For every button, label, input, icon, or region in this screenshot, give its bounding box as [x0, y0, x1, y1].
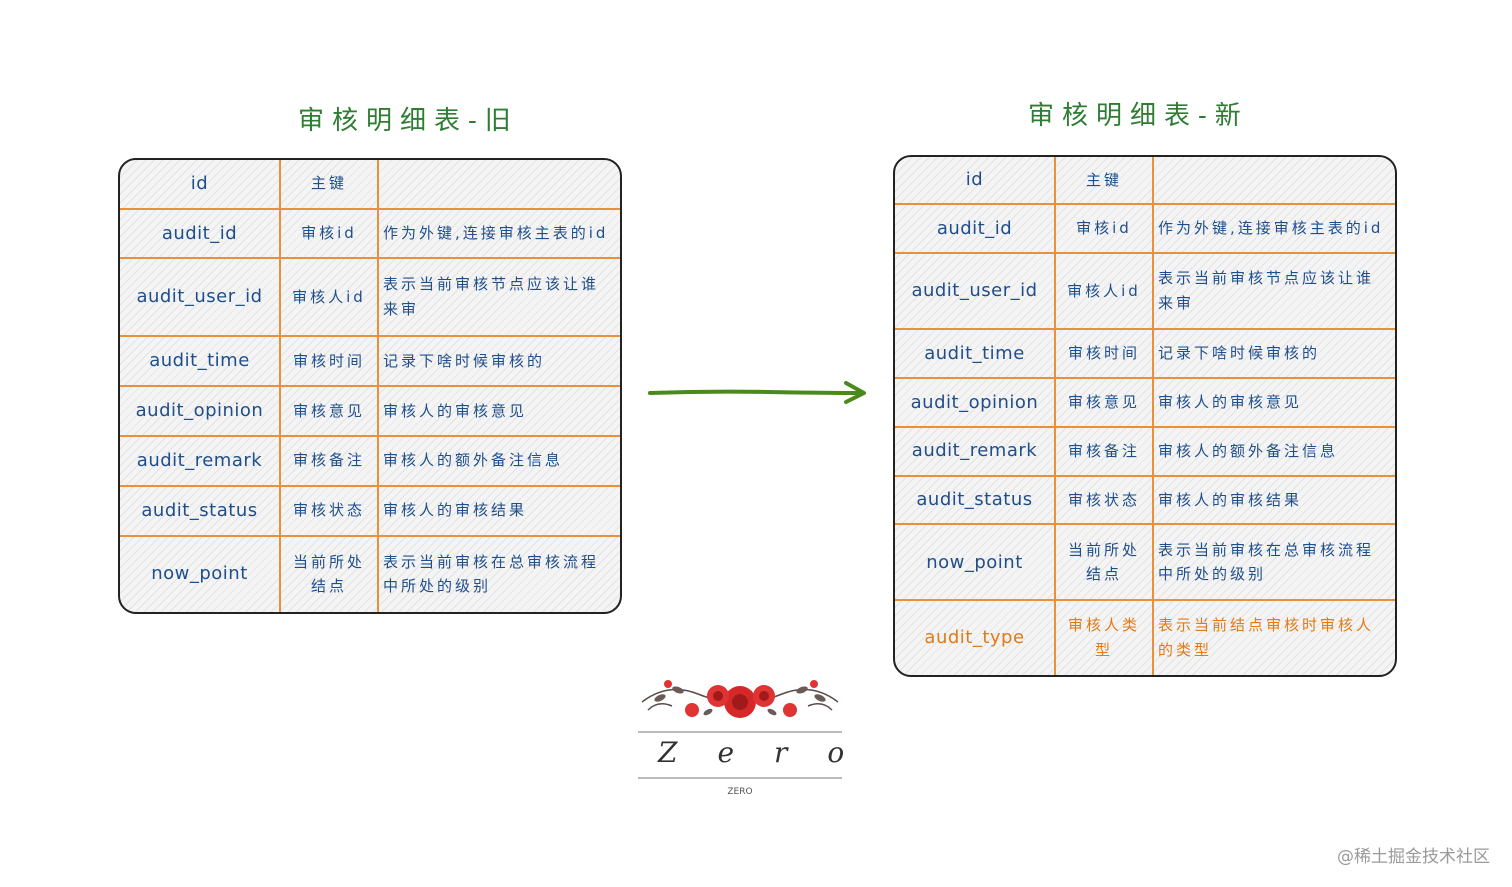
field-name-cell: audit_id	[895, 204, 1056, 255]
field-name-cell: now_point	[120, 535, 281, 612]
field-desc-cell: 表示当前审核节点应该让谁来审	[378, 258, 620, 338]
field-name-cell: audit_time	[895, 329, 1056, 379]
field-name-cell: id	[895, 157, 1056, 206]
new-table-title: 审核明细表-新	[1028, 101, 1249, 131]
field-label-cell: 审核时间	[280, 336, 379, 387]
arrow-shaft	[648, 389, 862, 395]
field-name-cell: audit_id	[120, 208, 281, 260]
field-name-cell: audit_remark	[120, 435, 281, 487]
field-name-cell: audit_opinion	[120, 385, 281, 437]
watermark: @稀土掘金技术社区	[1337, 847, 1490, 867]
leaves	[654, 686, 826, 716]
field-name-cell: audit_type	[895, 600, 1056, 675]
field-label-cell: 审核意见	[1055, 378, 1154, 428]
field-name-cell: audit_user_id	[895, 253, 1056, 331]
arrow-head	[844, 381, 866, 404]
field-name-cell: id	[120, 160, 281, 210]
field-desc-cell: 表示当前结点审核时审核人的类型	[1158, 616, 1375, 660]
field-desc-cell: 审核人的审核结果	[378, 485, 620, 537]
field-label-cell: 审核状态	[280, 485, 379, 537]
field-label-cell: 当前所处结点	[1055, 524, 1154, 602]
rose-logo-icon	[638, 680, 842, 779]
field-label-cell: 审核时间	[1055, 329, 1154, 379]
field-label-cell: 审核id	[280, 208, 379, 260]
right-arrow-icon	[648, 381, 866, 404]
field-desc-cell: 审核人的额外备注信息	[378, 435, 620, 487]
field-desc-cell	[378, 160, 620, 210]
field-desc-cell: 审核人的审核意见	[378, 385, 620, 437]
field-desc-cell: 审核人的审核意见	[1153, 378, 1395, 428]
field-desc-cell: 记录下啥时候审核的	[1153, 329, 1395, 379]
field-label-cell: 审核状态	[1055, 475, 1154, 526]
field-label-cell: 审核人类型	[1055, 600, 1154, 675]
field-desc-cell: 审核人的审核结果	[1153, 475, 1395, 526]
field-desc-cell: 作为外键,连接审核主表的id	[1153, 204, 1395, 255]
field-label-cell: 审核id	[1055, 204, 1154, 255]
field-label-cell: 审核人id	[1055, 253, 1154, 331]
field-name-cell: audit_opinion	[895, 378, 1056, 428]
field-name-cell: audit_status	[895, 475, 1056, 526]
field-desc-cell: 表示当前审核在总审核流程中所处的级别	[383, 552, 600, 596]
field-name-cell: audit_time	[120, 336, 281, 387]
logo-subtext: ZERO	[727, 787, 753, 797]
field-desc-cell: 记录下啥时候审核的	[378, 336, 620, 387]
field-desc-cell	[1153, 157, 1395, 206]
field-label-cell: 审核备注	[280, 435, 379, 487]
roses	[664, 680, 818, 718]
field-desc-cell: 表示当前审核节点应该让谁来审	[1153, 253, 1395, 331]
field-desc-cell: 表示当前审核在总审核流程中所处的级别	[1153, 524, 1395, 602]
field-label-cell: 审核意见	[280, 385, 379, 437]
field-name-cell: now_point	[895, 524, 1056, 602]
logo-text: Zero	[658, 736, 885, 769]
field-label-cell: 主键	[1055, 157, 1154, 206]
field-label-cell: 审核备注	[1055, 426, 1154, 477]
field-name-cell: audit_user_id	[120, 258, 281, 338]
field-label-cell: 当前所处结点	[280, 535, 379, 612]
field-label-cell: 主键	[280, 160, 379, 210]
field-name-cell: audit_remark	[895, 426, 1056, 477]
field-desc-cell: 作为外键,连接审核主表的id	[378, 208, 620, 260]
old-table-title: 审核明细表-旧	[298, 106, 519, 136]
field-desc-cell: 审核人的额外备注信息	[1153, 426, 1395, 477]
field-label-cell: 审核人id	[280, 258, 379, 338]
field-name-cell: audit_status	[120, 485, 281, 537]
